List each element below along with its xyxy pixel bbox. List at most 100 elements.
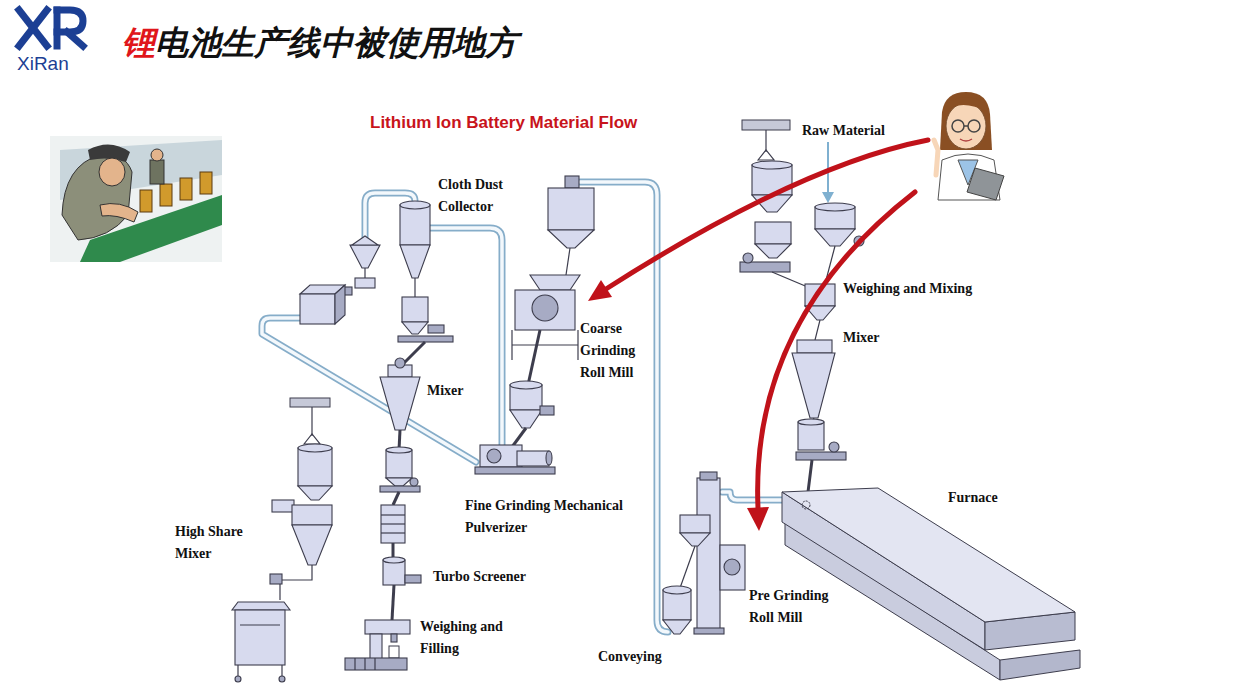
pointer-arrow-part xyxy=(606,140,928,289)
filling-station-drawing-part xyxy=(364,658,365,670)
worker-picture-part xyxy=(140,190,152,212)
high-shear-mixer-drawing-part xyxy=(272,500,294,512)
coarse-grinding-mill xyxy=(510,176,594,428)
high-shear-mixer-drawing-part xyxy=(232,602,290,610)
mixer-drawing-part xyxy=(402,342,425,365)
coarse-grinding-mill-part xyxy=(566,248,570,275)
turbo-screener-drawing xyxy=(381,492,421,620)
coarse-grinding-mill-part xyxy=(530,275,580,290)
raw-material-station-part xyxy=(755,244,791,258)
equipment-label: Raw Material xyxy=(802,120,885,142)
raw-material-station-part xyxy=(742,120,790,130)
high-shear-mixer-drawing-part xyxy=(298,486,332,500)
presenter-figure-part xyxy=(967,168,1004,200)
presenter-figure-part xyxy=(952,120,964,132)
title-part: 电池生产线中被使用地方 xyxy=(155,24,518,61)
cloth-dust-collector-drawing-part xyxy=(398,336,453,342)
pointer-arrow-part xyxy=(758,192,915,508)
fine-grinding-pulverizer-part xyxy=(517,451,549,466)
worker-picture-part xyxy=(160,184,172,206)
filling-station-drawing-part xyxy=(389,646,399,658)
high-shear-mixer-drawing-part xyxy=(237,665,238,676)
cloth-dust-collector-drawing xyxy=(398,201,453,342)
equipment-label: Mixer xyxy=(843,327,880,349)
conveying-pipe xyxy=(262,182,782,632)
mixer-drawing xyxy=(380,342,425,492)
feeder-and-box xyxy=(300,236,380,324)
high-shear-mixer-drawing-part xyxy=(311,407,312,436)
high-shear-mixer-drawing-part xyxy=(235,676,241,682)
pre-grinding-mill-part xyxy=(694,628,724,634)
feeder-and-box-part xyxy=(350,245,380,268)
mixer-drawing-part xyxy=(410,478,418,486)
equipment-label: Pre Grinding Roll Mill xyxy=(749,585,844,629)
coarse-grinding-mill-part xyxy=(548,230,594,248)
presenter-figure xyxy=(934,92,1004,200)
filling-station-drawing xyxy=(345,620,410,670)
logo-text: XiRan xyxy=(17,53,69,75)
cloth-dust-collector-drawing-part xyxy=(414,278,415,297)
filling-station-drawing-part xyxy=(374,658,375,670)
diagram-heading: Lithium Ion Battery Material Flow xyxy=(370,112,637,134)
fine-grinding-pulverizer xyxy=(475,428,555,474)
conveying-pipe-part xyxy=(262,318,476,462)
high-shear-mixer-drawing-part xyxy=(280,565,312,600)
turbo-screener-drawing-part xyxy=(405,575,421,583)
high-shear-mixer-drawing xyxy=(232,398,332,682)
filling-station-drawing-part xyxy=(345,658,407,670)
mixer-drawing-part xyxy=(380,486,420,492)
equipment-label: Furnace xyxy=(948,487,998,509)
fine-grinding-pulverizer-part xyxy=(480,445,522,467)
turbo-screener-drawing-part xyxy=(381,514,405,515)
logo-mark-part xyxy=(19,10,47,46)
worker-picture-part xyxy=(151,149,163,161)
raw-material-station-part xyxy=(798,422,824,450)
mixer-drawing-part xyxy=(386,478,412,486)
pre-grinding-mill-part xyxy=(663,620,691,634)
fine-grinding-pulverizer-part xyxy=(546,451,552,465)
raw-material-station-part xyxy=(743,253,753,263)
coarse-grinding-mill-part xyxy=(512,344,578,345)
raw-material-station-part xyxy=(798,419,824,425)
raw-material-station-part xyxy=(772,272,810,288)
furnace-drawing-part xyxy=(802,501,810,509)
high-shear-mixer-drawing-part xyxy=(281,665,282,676)
furnace-drawing-part xyxy=(1000,650,1080,680)
raw-material-station-part xyxy=(755,222,791,244)
turbo-screener-drawing-part xyxy=(383,560,405,585)
turbo-screener-drawing-part xyxy=(393,492,399,505)
high-shear-mixer-drawing-part xyxy=(240,624,280,625)
feeder-and-box-part xyxy=(335,285,345,324)
turbo-screener-drawing-part xyxy=(381,523,405,524)
high-shear-mixer-drawing-part xyxy=(279,676,285,682)
pre-grinding-mill-part xyxy=(720,545,745,590)
turbo-screener-drawing-part xyxy=(392,585,394,620)
presenter-figure-part xyxy=(946,103,986,149)
high-shear-mixer-drawing-part xyxy=(292,525,332,565)
high-shear-mixer-drawing-part xyxy=(304,434,320,444)
raw-material-station-part xyxy=(765,130,766,152)
worker-picture xyxy=(50,136,222,262)
pre-grinding-mill xyxy=(663,472,745,634)
logo-mark-part xyxy=(67,32,83,46)
equipment-label: Fine Grinding Mechanical Pulverizer xyxy=(465,495,623,539)
high-shear-mixer-drawing-part xyxy=(292,505,332,525)
feeder-and-box-part xyxy=(352,236,378,245)
raw-material-station-part xyxy=(752,161,792,169)
turbo-screener-drawing-part xyxy=(381,505,405,543)
turbo-screener-drawing-part xyxy=(383,557,405,563)
title-part: 锂 xyxy=(122,24,155,61)
fine-grinding-pulverizer-part xyxy=(487,449,501,463)
filling-station-drawing-part xyxy=(354,658,355,670)
mixer-drawing-part xyxy=(386,447,412,453)
cloth-dust-collector-drawing-part xyxy=(428,325,444,333)
worker-picture-part xyxy=(200,172,212,194)
coarse-grinding-mill-part xyxy=(548,188,594,230)
pointer-arrow xyxy=(588,140,928,531)
high-shear-mixer-drawing-part xyxy=(235,610,285,665)
high-shear-mixer-drawing-part xyxy=(298,448,332,486)
equipment-label: Weighing and Filling xyxy=(420,616,518,660)
raw-material-station-part xyxy=(758,150,774,160)
pre-grinding-mill-part xyxy=(700,472,717,480)
worker-picture-part xyxy=(180,178,192,200)
